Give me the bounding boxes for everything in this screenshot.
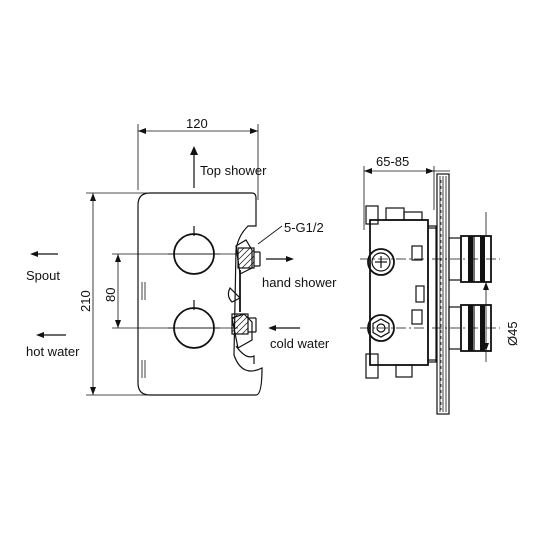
valve-box-top-tab-b [403,211,423,221]
diameter-arrow-bottom [483,343,489,351]
upper-handle-body [460,235,492,283]
lower-fitting-hex [372,318,390,338]
upper-handle-band-a [468,236,473,282]
top-shower-outlet: Top shower [190,146,267,188]
valve-lower-body [231,313,253,349]
spacing-arrow-bottom [115,320,121,328]
spacing-label: 80 [103,288,118,302]
depth-arrow-left [364,168,372,174]
upper-fitting-inner [371,252,391,272]
wall-plate-outline [436,173,450,415]
lower-thread-box [231,313,249,335]
hand-shower-arrow-icon [286,256,294,262]
valve-box-flange [427,225,437,363]
valve-box-outline [369,219,429,366]
upper-handle [448,235,492,283]
hot-water-label: hot water [26,344,80,359]
connection-callout: 5-G1/2 [257,220,324,245]
plate-left-marks [141,282,146,378]
cold-water-arrow-icon [268,325,276,331]
height-arrow-top [90,193,96,201]
upper-thread-box [237,247,255,269]
cover-plate [137,192,263,396]
valve-profile [227,239,261,364]
valve-lower-curve [235,345,255,364]
wall-plate [436,173,450,415]
spacing-dimension: 80 [103,253,238,329]
diameter-label: Ø45 [505,321,520,346]
valve-box-top-lug [365,205,379,225]
height-dimension: 210 [78,192,150,396]
top-shower-label: Top shower [200,163,267,178]
width-dimension: 120 [137,116,259,200]
lower-handle-band-a [468,305,473,351]
spout-label: Spout [26,268,60,283]
valve-box [365,205,437,379]
hot-water-arrow-icon [36,332,44,338]
upper-fitting-circle [367,248,395,276]
upper-knob [168,226,220,275]
valve-upper-body [235,239,253,275]
lower-handle [448,304,492,352]
valve-middle-body [227,286,242,303]
depth-arrow-right [426,168,434,174]
width-arrow-right [250,128,258,134]
lower-handle-band-b [480,305,485,351]
valve-box-bottom-lug [365,353,379,379]
connection-leader [257,225,283,245]
width-label: 120 [186,116,208,131]
depth-dimension: 65-85 [363,154,450,230]
cold-water-inlet: cold water [268,325,330,351]
spacing-arrow-top [115,254,121,262]
upper-fitting [367,248,395,276]
valve-box-bottom-tab [395,364,413,378]
valve-box-inner-lower [411,309,423,325]
side-view: 65-85 [360,154,520,415]
depth-label: 65-85 [376,154,409,169]
height-arrow-bottom [90,387,96,395]
connection-label: 5-G1/2 [284,220,324,235]
cold-water-label: cold water [270,336,330,351]
valve-box-top-tab [385,207,405,221]
hand-shower-label: hand shower [262,275,337,290]
upper-handle-band-b [480,236,485,282]
valve-box-inner-upper [411,245,423,261]
lower-thread-hatch [231,313,249,335]
top-shower-arrow-icon [190,146,198,155]
valve-box-inner-mid [415,285,425,303]
front-view: 120 Top shower 210 80 [26,116,337,396]
hot-water-inlet: hot water [26,332,80,359]
spout-arrow-icon [30,251,38,257]
hand-shower-outlet: hand shower [262,256,337,290]
upper-thread-hatch [237,247,255,269]
width-arrow-left [138,128,146,134]
lower-handle-body [460,304,492,352]
spout-outlet: Spout [26,251,60,283]
diameter-dimension: Ø45 [483,212,520,362]
diameter-arrow-top [483,282,489,290]
height-label: 210 [78,290,93,312]
lower-knob [168,300,220,349]
